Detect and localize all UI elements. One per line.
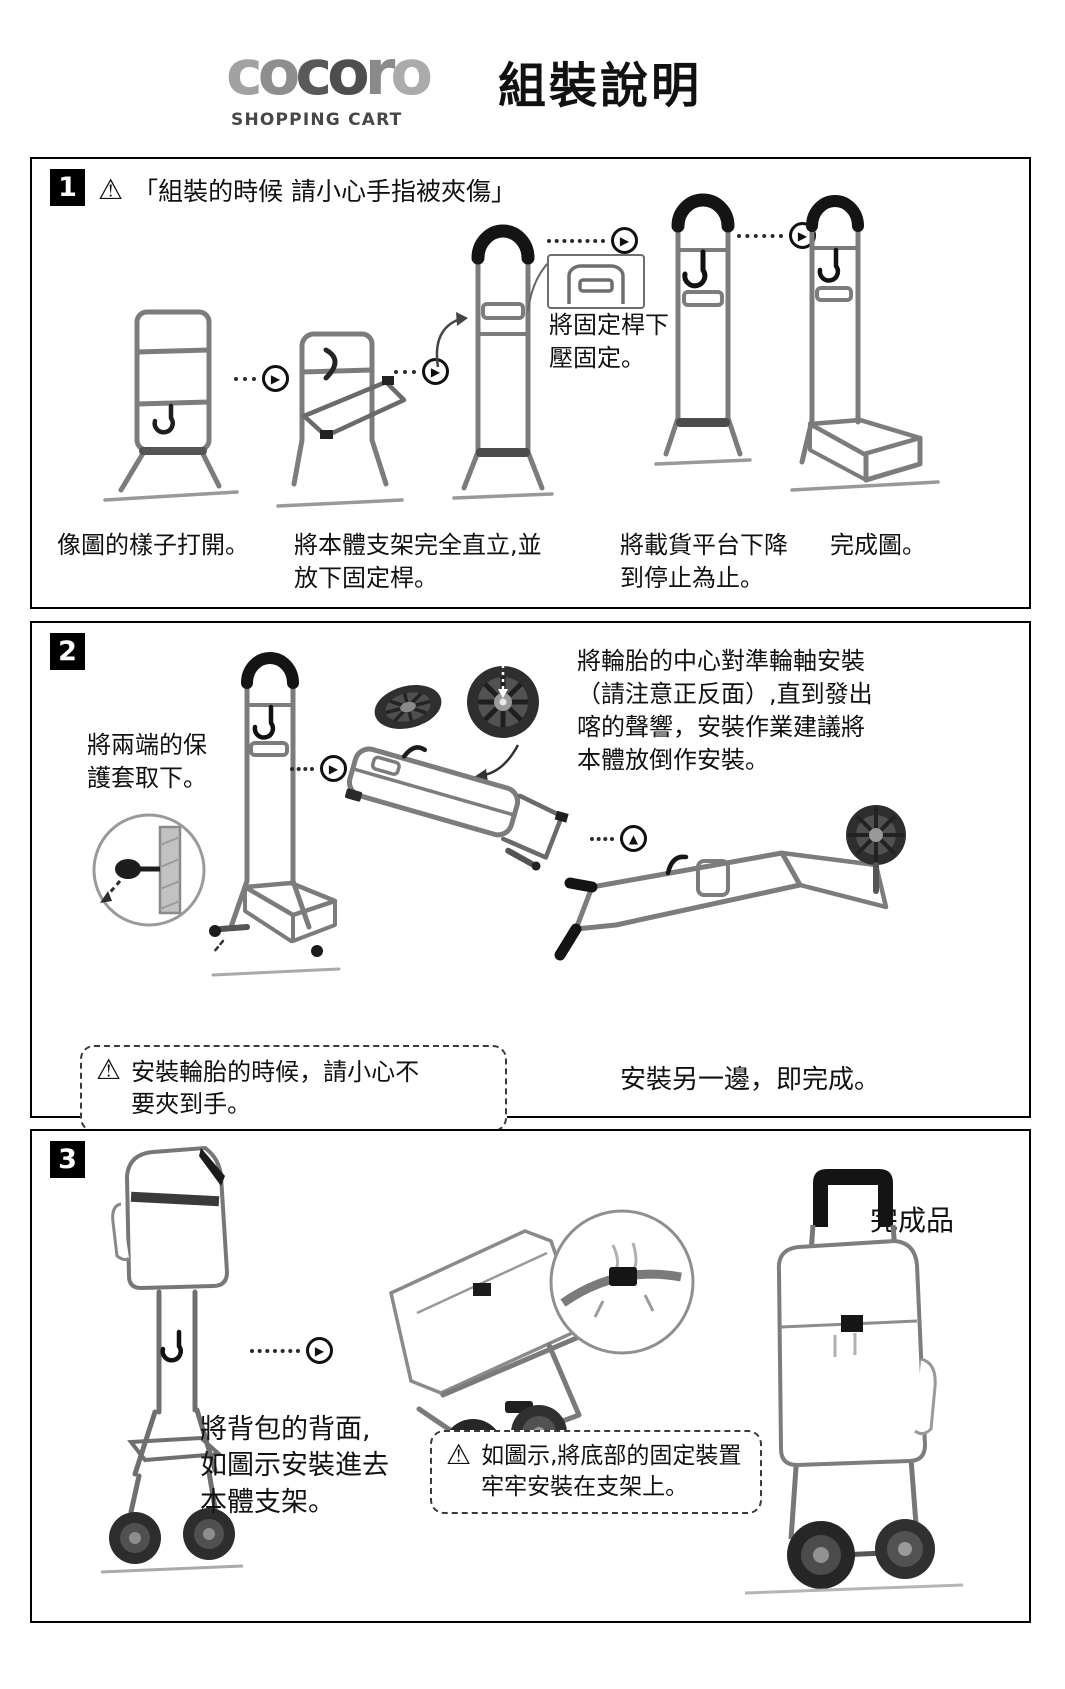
cart-folded-illustration (103, 309, 239, 502)
logo-letter: c (295, 36, 332, 109)
page-title: 組裝說明 (498, 58, 703, 114)
logo-letter: c (226, 36, 263, 109)
step-caption-2: 將本體支架完全直立,並 放下固定桿。 (294, 531, 542, 593)
cart-complete-illustration (790, 195, 940, 492)
remove-caps-note: 將兩端的保 護套取下。 (87, 731, 207, 793)
section-3-number: 3 (50, 1141, 85, 1178)
play-icon: ▶ (611, 227, 638, 254)
logo-subtitle: SHOPPING CART (231, 110, 403, 130)
logo: cocoro (226, 42, 433, 104)
play-icon: ▶ (422, 358, 449, 385)
warning-icon: ⚠ (446, 1438, 472, 1471)
logo-letter: o (327, 36, 370, 109)
cart-lying-wheel-illustration (554, 805, 906, 961)
up-arrow-icon: ▲ (620, 825, 647, 852)
cart-upright-illustration (452, 224, 554, 500)
fixing-bar-detail-illustration (567, 264, 625, 304)
tire-warning-box: ⚠ 安裝輪胎的時候，請小心不 要夾到手。 (80, 1045, 507, 1132)
section-1-warning-text: 「組裝的時候 請小心手指被夾傷」 (133, 177, 517, 206)
bag-on-cart-illustration (100, 1145, 244, 1574)
wheel-tilted-illustration (374, 685, 442, 729)
other-side-note: 安裝另一邊，即完成。 (620, 1065, 881, 1095)
bottom-fix-warning-box: ⚠ 如圖示,將底部的固定裝置 牢牢安裝在支架上。 (430, 1430, 762, 1515)
callout-leader-line (527, 260, 551, 312)
fixing-bar-inset (547, 254, 645, 309)
wheel-mount-arrow (474, 744, 520, 782)
section-3: 3 完成品 ▶ 將背包的背面, 如圖示安裝進去 (30, 1129, 1031, 1623)
logo-letter: o (257, 36, 301, 109)
warning-icon: ⚠ (96, 1053, 122, 1086)
section-2: 2 將兩端的保 護套取下。 ▶ (30, 621, 1031, 1132)
dotted-line (234, 376, 256, 381)
cart-opening-illustration (276, 331, 407, 508)
step-arrow-up: ▲ (590, 825, 647, 852)
section-1-number: 1 (50, 169, 85, 206)
bottom-fix-warning-text: 如圖示,將底部的固定裝置 牢牢安裝在支架上。 (481, 1443, 742, 1501)
warning-icon: ⚠ (98, 173, 124, 206)
dotted-line (250, 1348, 300, 1353)
step-arrow: ▶ (250, 1337, 333, 1364)
dotted-line (290, 766, 314, 771)
play-icon: ▶ (306, 1337, 333, 1364)
tire-warning-text: 安裝輪胎的時候，請小心不 要夾到手。 (131, 1058, 420, 1119)
logo-letter: r (364, 36, 395, 109)
play-icon: ▶ (320, 755, 347, 782)
section-1-warning: ⚠ 「組裝的時候 請小心手指被夾傷」 (98, 172, 516, 208)
dotted-line (394, 369, 416, 374)
cart-upright-axle-illustration (209, 652, 341, 977)
dotted-line (590, 836, 614, 841)
dotted-line (547, 238, 605, 243)
step-caption-1: 像圖的樣子打開。 (57, 531, 249, 559)
step-arrow: ▶ (234, 365, 289, 392)
cart-lying-illustration (344, 745, 569, 871)
section-2-number: 2 (50, 633, 85, 670)
play-icon: ▶ (262, 365, 289, 392)
tire-install-note: 將輪胎的中心對準輪軸安裝 （請注意正反面）,直到發出 喀的聲響，安裝作業建議將 … (577, 647, 873, 775)
step-arrow: ▶ (547, 227, 638, 254)
logo-letter: o (390, 36, 433, 109)
cap-removal-inset (92, 813, 206, 927)
wheel-front-illustration (467, 665, 539, 738)
fixing-bar-callout: 將固定桿下 壓固定。 (549, 311, 669, 373)
step-arrow: ▶ (290, 755, 347, 782)
rotate-arrow (435, 312, 468, 368)
strap-detail-inset (549, 1209, 695, 1355)
step-arrow: ▶ (394, 358, 449, 385)
step-caption-4: 完成圖。 (830, 531, 926, 559)
finished-cart-illustration (744, 1169, 964, 1595)
bag-install-note: 將背包的背面, 如圖示安裝進去 本體支架。 (200, 1414, 389, 1518)
section-1: 1 ⚠ 「組裝的時候 請小心手指被夾傷」 ▶ (30, 157, 1031, 609)
dotted-line (737, 233, 783, 238)
cart-hook-illustration (654, 193, 752, 466)
step-caption-3: 將載貨平台下降 到停止為止。 (620, 531, 788, 593)
